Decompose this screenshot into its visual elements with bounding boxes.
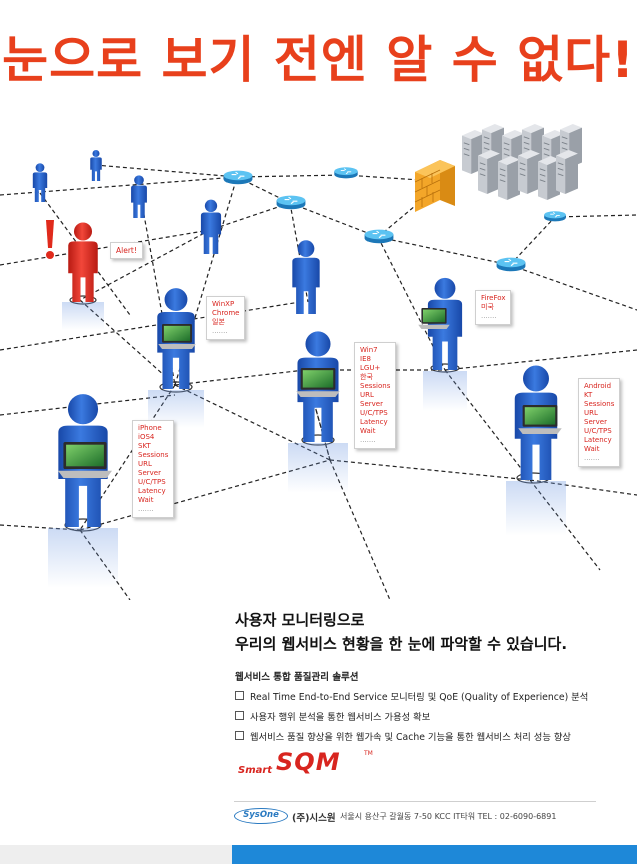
bubble-line: U/C/TPS <box>138 478 166 486</box>
bottom-bar-blue <box>232 845 637 864</box>
bubble-line: Server <box>584 418 607 426</box>
bubble-line: Chrome <box>212 309 240 317</box>
user-icon <box>288 331 348 493</box>
bubble-line: Latency <box>138 487 166 495</box>
bubble-more: ....... <box>212 327 228 335</box>
bubble-android: Android KT Sessions URL Server U/C/TPS L… <box>578 378 621 467</box>
server-rack-icon <box>462 124 582 200</box>
bubble-line: KT <box>584 391 593 399</box>
bubble-line: 미국 <box>481 303 494 311</box>
sysone-logo: SysOne <box>234 808 288 824</box>
bubble-win7: Win7 IE8 LGU+ 한국 Sessions URL Server U/C… <box>354 342 397 449</box>
bubble-line: Latency <box>360 418 388 426</box>
company-name: (주)시스원 <box>292 813 336 824</box>
bubble-line: Wait <box>360 427 376 435</box>
bubble-more: ....... <box>138 505 154 513</box>
bubble-line: LGU+ <box>360 364 381 372</box>
bubble-line: Sessions <box>138 451 169 459</box>
bubble-line: Wait <box>584 445 600 453</box>
laptop-icon <box>158 324 196 349</box>
exclamation-icon <box>46 220 54 259</box>
bubble-alert: Alert! <box>110 242 143 259</box>
bubble-line: Win7 <box>360 346 378 354</box>
company-footer: SysOne (주)시스원 서울시 용산구 갈월동 7-50 KCC IT타워 … <box>234 806 614 826</box>
bubble-line: Sessions <box>360 382 391 390</box>
bubble-line: Wait <box>138 496 154 504</box>
network-diagram <box>0 124 637 601</box>
tagline-line-2: 우리의 웹서비스 현황을 한 눈에 파악할 수 있습니다. <box>235 635 568 653</box>
bubble-line: Android <box>584 382 612 390</box>
bubble-line: URL <box>584 409 598 417</box>
bubble-line: IE8 <box>360 355 371 363</box>
bubble-line: 일본 <box>212 318 225 326</box>
bubble-line: iOS4 <box>138 433 155 441</box>
bubble-line: URL <box>360 391 374 399</box>
feature-item: Real Time End-to-End Service 모니터링 및 QoE … <box>235 688 588 708</box>
feature-item: 사용자 행위 분석을 통한 웹서비스 가용성 확보 <box>235 708 588 728</box>
bubble-line: FireFox <box>481 294 506 302</box>
bubble-winxp: WinXP Chrome 일본 ....... <box>206 296 246 340</box>
feature-text: 웹서비스 품질 향상을 위한 웹가속 및 Cache 기능을 통한 웹서비스 처… <box>250 732 571 743</box>
laptop-icon <box>58 442 112 478</box>
laptop-icon <box>518 405 562 434</box>
bubble-line: Sessions <box>584 400 615 408</box>
logo-tm-text: TM <box>364 750 373 757</box>
bubble-line: 한국 <box>360 373 373 381</box>
bubble-line: Alert! <box>116 246 137 255</box>
bottom-bar-grey <box>0 845 232 864</box>
user-icon <box>48 394 118 588</box>
laptop-icon <box>296 368 340 397</box>
bubble-line: URL <box>138 460 152 468</box>
bubble-line: SKT <box>138 442 151 450</box>
checkbox-bullet-icon <box>235 711 244 720</box>
bubble-line: WinXP <box>212 300 235 308</box>
bubble-line: Latency <box>584 436 612 444</box>
bubble-line: U/C/TPS <box>360 409 388 417</box>
checkbox-bullet-icon <box>235 691 244 700</box>
feature-text: Real Time End-to-End Service 모니터링 및 QoE … <box>250 692 589 703</box>
feature-list: Real Time End-to-End Service 모니터링 및 QoE … <box>235 688 588 748</box>
bubble-more: ....... <box>584 454 600 462</box>
user-icon <box>423 277 467 411</box>
laptop-icon <box>418 308 450 329</box>
tagline: 사용자 모니터링으로 우리의 웹서비스 현황을 한 눈에 파악할 수 있습니다. <box>235 608 625 656</box>
bubble-more: ....... <box>481 312 497 320</box>
bubble-line: Server <box>360 400 383 408</box>
footer-divider <box>234 801 596 802</box>
logo-smart-text: Smart <box>238 765 273 776</box>
feature-text: 사용자 행위 분석을 통한 웹서비스 가용성 확보 <box>250 712 431 723</box>
headline: 눈으로 보기 전엔 알 수 없다! <box>2 31 635 89</box>
bubble-line: U/C/TPS <box>584 427 612 435</box>
bubble-line: Server <box>138 469 161 477</box>
checkbox-bullet-icon <box>235 731 244 740</box>
bubble-iphone: iPhone iOS4 SKT Sessions URL Server U/C/… <box>132 420 175 518</box>
user-icon <box>506 365 566 536</box>
network-illustration: Alert! WinXP Chrome 일본 ....... FireFox 미… <box>0 100 637 601</box>
solution-title: 웹서비스 통합 품질관리 솔루션 <box>235 672 359 683</box>
feature-item: 웹서비스 품질 향상을 위한 웹가속 및 Cache 기능을 통한 웹서비스 처… <box>235 728 588 748</box>
alert-user-icon <box>62 222 104 330</box>
user-icon <box>148 288 204 428</box>
logo-sqm-text: SQM <box>276 748 341 776</box>
company-address: 서울시 용산구 갈월동 7-50 KCC IT타워 TEL : 02-6090-… <box>340 812 557 821</box>
firewall-icon <box>414 160 455 212</box>
bubble-more: ....... <box>360 436 376 444</box>
bubble-line: iPhone <box>138 424 162 432</box>
tagline-line-1: 사용자 모니터링으로 <box>235 611 365 629</box>
bubble-firefox: FireFox 미국 ....... <box>475 290 512 325</box>
